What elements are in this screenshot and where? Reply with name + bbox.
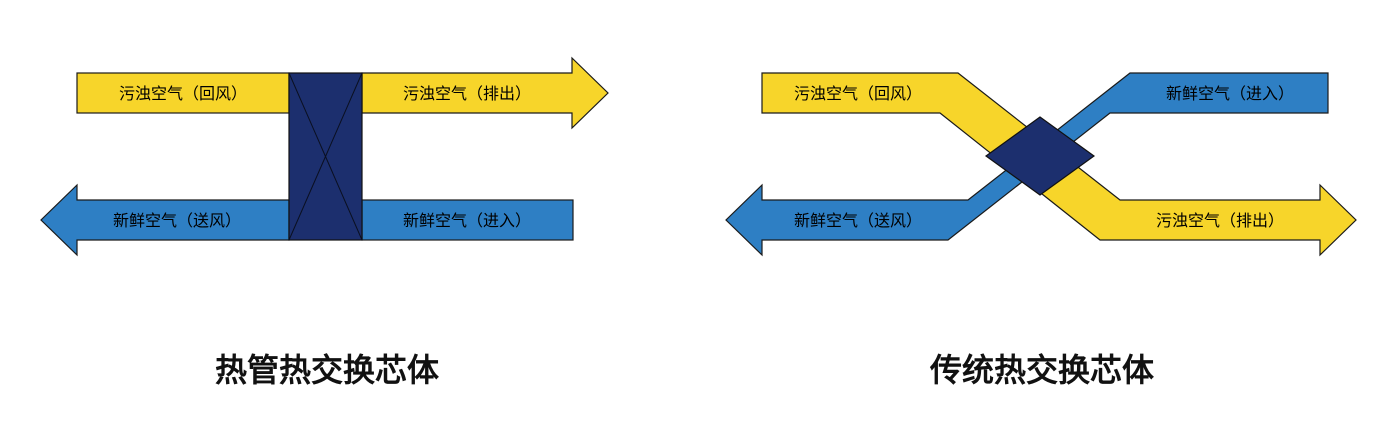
dirty-air-return-label: 污浊空气（回风） [119,84,247,103]
fresh-air-intake-band [361,199,574,241]
fresh-air-intake-label: 新鲜空气（进入） [403,211,531,230]
fresh-air-supply-label: 新鲜空气（送风） [113,211,241,230]
fresh-air-intake-label: 新鲜空气（进入） [1166,84,1294,103]
fresh-air-supply-arrow [40,183,290,257]
dirty-air-return-label: 污浊空气（回风） [794,84,922,103]
dirty-air-return-band [76,72,290,114]
traditional-core-diamond [984,116,1096,196]
dirty-air-exhaust-label: 污浊空气（排出） [1156,211,1284,230]
fresh-air-supply-label: 新鲜空气（送风） [794,211,922,230]
dirty-air-exhaust-label: 污浊空气（排出） [403,84,531,103]
dirty-air-exhaust-arrow [361,56,609,130]
traditional-core-caption: 传统热交换芯体 [929,351,1154,389]
heat-pipe-caption: 热管热交换芯体 [215,351,439,389]
traditional-core-diagram: 污浊空气（回风） 新鲜空气（进入） 新鲜空气（送风） 污浊空气（排出） 传统热交… [725,72,1357,389]
core-cross-line [288,72,363,241]
heat-pipe-diagram: 污浊空气（回风） 污浊空气（排出） 新鲜空气（送风） 新鲜空气（进入） 热管热交… [40,56,609,389]
